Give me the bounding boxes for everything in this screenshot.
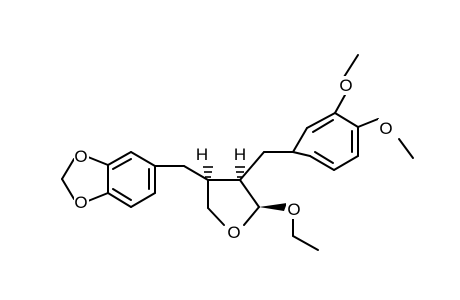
bond — [398, 138, 414, 159]
tetrahydrofuran-group — [154, 151, 319, 251]
wedge-bond — [259, 203, 287, 211]
bond — [107, 151, 132, 166]
bond — [87, 192, 109, 202]
bond — [183, 165, 209, 181]
bond — [333, 155, 359, 171]
bond — [334, 94, 346, 114]
atom-o-methoxy-right: O — [379, 119, 392, 138]
bond — [292, 151, 311, 157]
hash-bond — [203, 166, 213, 178]
atom-o-dioxole-top: O — [74, 147, 87, 166]
bond — [239, 151, 265, 181]
double-bond-inner — [112, 188, 132, 201]
atom-o-ring: O — [227, 223, 240, 242]
bond — [130, 192, 156, 208]
bond — [309, 155, 335, 171]
bond — [87, 156, 109, 166]
hash-bond — [235, 166, 245, 178]
double-bond-inner — [312, 119, 334, 133]
bond — [107, 192, 132, 208]
bond — [306, 112, 336, 129]
dimethoxyphenyl-group — [263, 54, 414, 171]
benzodioxole-group — [61, 151, 156, 208]
bond — [343, 54, 359, 78]
bond — [292, 127, 308, 153]
double-bond-inner — [112, 158, 132, 170]
bond — [357, 118, 379, 128]
atom-h-c3: H — [234, 145, 246, 164]
atom-h-c4: H — [196, 145, 208, 164]
bond — [334, 112, 359, 128]
atom-labels: O O O O O O H H — [74, 76, 394, 242]
bond — [61, 178, 75, 200]
bond — [61, 158, 75, 180]
atom-o-ethoxy: O — [287, 200, 300, 219]
double-bond-inner — [314, 151, 334, 164]
bond — [130, 151, 156, 167]
atom-o-dioxole-bottom: O — [74, 193, 87, 212]
atom-o-methoxy-top: O — [339, 76, 352, 95]
bond — [292, 235, 319, 251]
bond — [239, 179, 260, 208]
bond — [207, 207, 225, 226]
bond — [243, 206, 260, 226]
